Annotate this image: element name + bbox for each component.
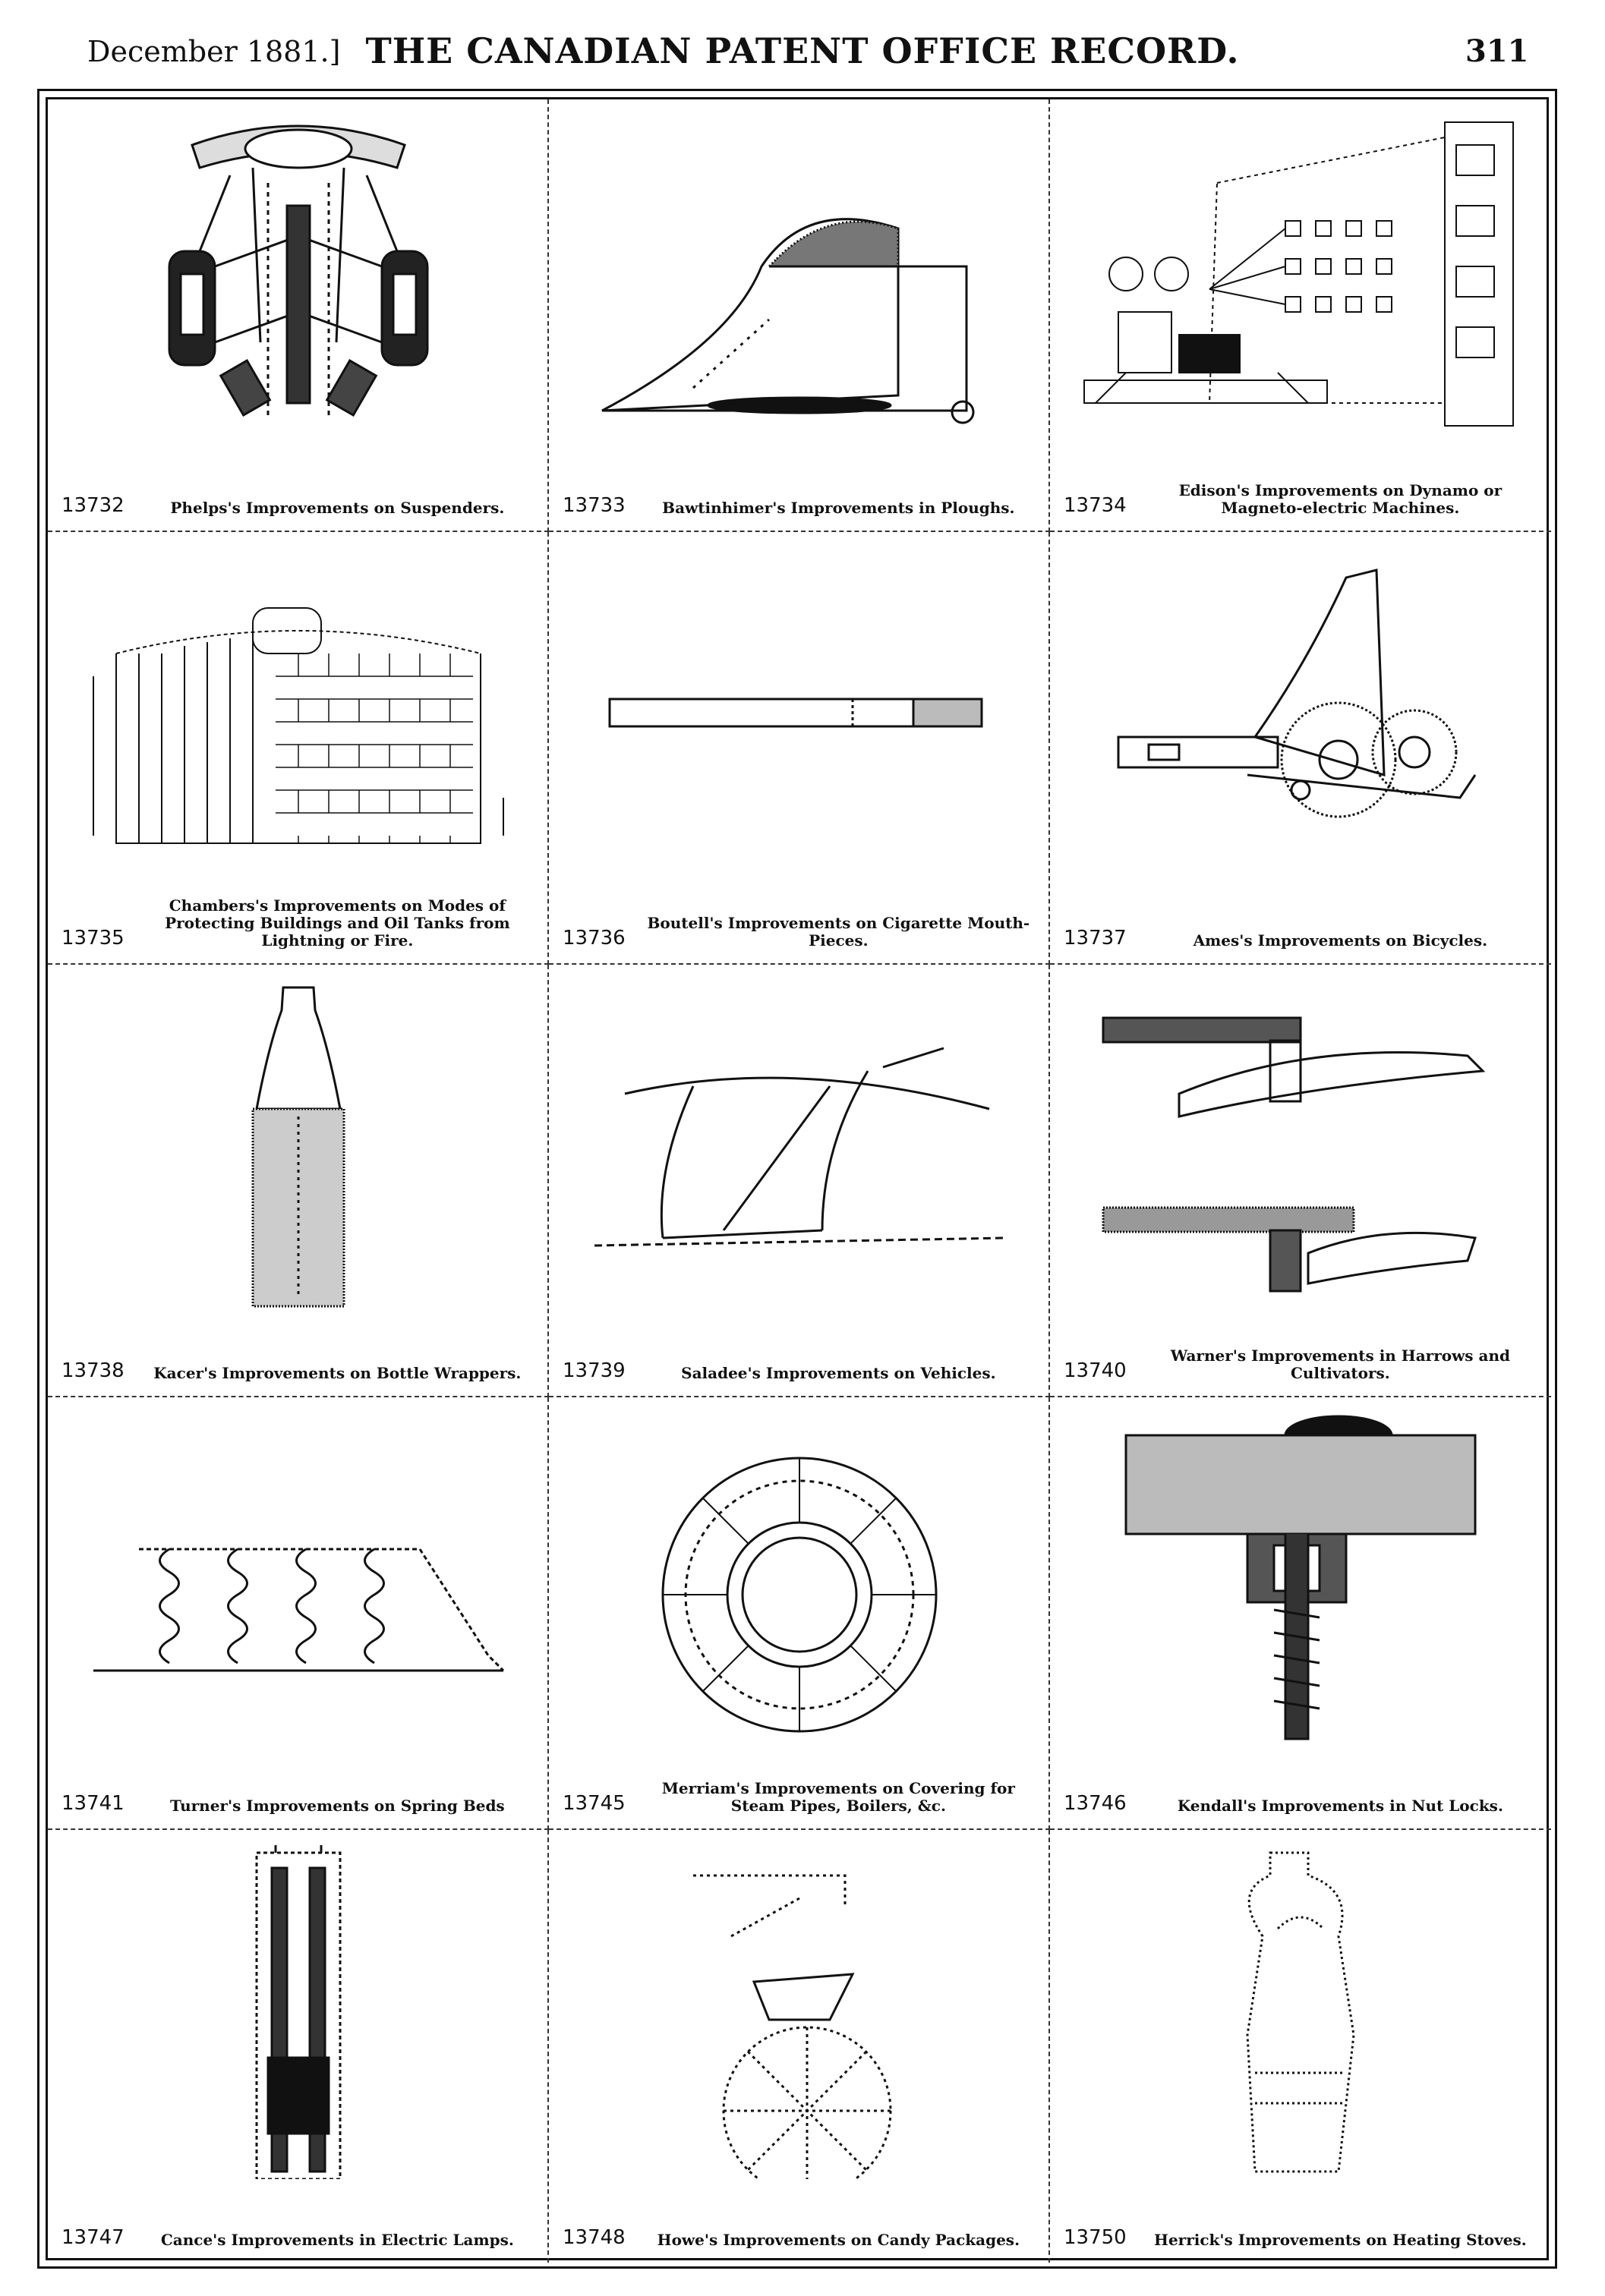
patent-cell: 13734 Edison's Improvements on Dynamo or… <box>1050 99 1551 532</box>
patent-title: Chambers's Improvements on Modes of Prot… <box>165 896 510 950</box>
issue-date: December 1881.] <box>87 35 341 68</box>
patent-number: 13732 <box>61 494 125 517</box>
page-number: 311 <box>1465 33 1529 69</box>
patent-title: Turner's Improvements on Spring Beds <box>170 1797 505 1815</box>
oil-tank-figure <box>78 547 519 881</box>
patent-number: 13734 <box>1064 494 1127 517</box>
patent-number: 13733 <box>563 494 626 517</box>
patent-caption: 13735 Chambers's Improvements on Modes o… <box>61 889 534 950</box>
bicycle-gear-figure <box>1080 547 1521 881</box>
patent-cell: 13748 Howe's Improvements on Candy Packa… <box>549 1830 1050 2263</box>
patent-caption: 13746 Kendall's Improvements in Nut Lock… <box>1064 1754 1537 1815</box>
patent-number: 13750 <box>1064 2226 1127 2249</box>
patent-cell: 13745 Merriam's Improvements on Covering… <box>549 1397 1050 1830</box>
patent-cell: 13738 Kacer's Improvements on Bottle Wra… <box>48 965 549 1397</box>
patent-number: 13747 <box>61 2226 125 2249</box>
patent-caption: 13737 Ames's Improvements on Bicycles. <box>1064 889 1537 950</box>
patent-title: Bawtinhimer's Improvements in Ploughs. <box>662 499 1015 517</box>
patent-caption: 13745 Merriam's Improvements on Covering… <box>563 1754 1035 1816</box>
patent-number: 13738 <box>61 1359 125 1382</box>
patent-title: Kendall's Improvements in Nut Locks. <box>1177 1797 1503 1815</box>
patent-number: 13736 <box>563 927 626 950</box>
patent-caption: 13733 Bawtinhimer's Improvements in Plou… <box>563 456 1035 517</box>
patent-cell: 13733 Bawtinhimer's Improvements in Plou… <box>549 99 1050 532</box>
patent-title: Herrick's Improvements on Heating Stoves… <box>1154 2231 1527 2249</box>
patent-title: Warner's Improvements in Harrows and Cul… <box>1170 1346 1510 1382</box>
electric-lamp-figure <box>78 1845 519 2179</box>
patent-number: 13748 <box>563 2226 626 2249</box>
patent-caption: 13750 Herrick's Improvements on Heating … <box>1064 2188 1537 2249</box>
patent-title: Phelps's Improvements on Suspenders. <box>170 499 505 517</box>
patent-number: 13737 <box>1064 927 1127 950</box>
patent-cell: 13750 Herrick's Improvements on Heating … <box>1050 1830 1551 2263</box>
patent-caption: 13736 Boutell's Improvements on Cigarett… <box>563 889 1035 950</box>
bottle-wrapper-figure <box>78 980 519 1314</box>
patent-number: 13745 <box>563 1792 626 1815</box>
patent-caption: 13732 Phelps's Improvements on Suspender… <box>61 456 534 517</box>
harrow-figure <box>1080 980 1521 1314</box>
patent-cell: 13741 Turner's Improvements on Spring Be… <box>48 1397 549 1830</box>
patent-cell: 13736 Boutell's Improvements on Cigarett… <box>549 532 1050 965</box>
patent-caption: 13740 Warner's Improvements in Harrows a… <box>1064 1321 1537 1383</box>
pipe-covering-figure <box>579 1413 1020 1746</box>
patent-number: 13735 <box>61 927 125 950</box>
publication-title: THE CANADIAN PATENT OFFICE RECORD. <box>365 30 1240 71</box>
patent-figures-grid: 13732 Phelps's Improvements on Suspender… <box>46 97 1551 2263</box>
nut-lock-figure <box>1080 1413 1521 1746</box>
patent-title: Saladee's Improvements on Vehicles. <box>681 1364 996 1382</box>
patent-number: 13746 <box>1064 1792 1127 1815</box>
patent-caption: 13747 Cance's Improvements in Electric L… <box>61 2188 534 2249</box>
patent-cell: 13747 Cance's Improvements in Electric L… <box>48 1830 549 2263</box>
patent-caption: 13741 Turner's Improvements on Spring Be… <box>61 1754 534 1815</box>
patent-title: Kacer's Improvements on Bottle Wrappers. <box>153 1364 522 1382</box>
patent-title: Howe's Improvements on Candy Packages. <box>657 2231 1020 2249</box>
patent-cell: 13746 Kendall's Improvements in Nut Lock… <box>1050 1397 1551 1830</box>
page-header: December 1881.] THE CANADIAN PATENT OFFI… <box>0 0 1605 91</box>
spring-bed-figure <box>78 1413 519 1746</box>
patent-cell: 13737 Ames's Improvements on Bicycles. <box>1050 532 1551 965</box>
patent-cell: 13735 Chambers's Improvements on Modes o… <box>48 532 549 965</box>
patent-caption: 13734 Edison's Improvements on Dynamo or… <box>1064 456 1537 518</box>
patent-title: Cance's Improvements in Electric Lamps. <box>160 2231 514 2249</box>
patent-cell: 13739 Saladee's Improvements on Vehicles… <box>549 965 1050 1397</box>
candy-package-figure <box>579 1845 1020 2179</box>
dynamo-figure <box>1080 115 1521 449</box>
patent-number: 13741 <box>61 1792 125 1815</box>
patent-title: Merriam's Improvements on Covering for S… <box>661 1779 1015 1815</box>
heating-stove-figure <box>1080 1845 1521 2179</box>
patent-cell: 13740 Warner's Improvements in Harrows a… <box>1050 965 1551 1397</box>
patent-number: 13739 <box>563 1359 626 1382</box>
patent-title: Ames's Improvements on Bicycles. <box>1193 931 1488 950</box>
vehicle-figure <box>579 980 1020 1314</box>
patent-cell: 13732 Phelps's Improvements on Suspender… <box>48 99 549 532</box>
plough-figure <box>579 115 1020 449</box>
suspenders-figure <box>78 115 519 449</box>
cigarette-mouthpiece-figure <box>579 547 1020 881</box>
patent-title: Edison's Improvements on Dynamo or Magne… <box>1178 481 1503 517</box>
patent-title: Boutell's Improvements on Cigarette Mout… <box>647 914 1030 950</box>
patent-number: 13740 <box>1064 1359 1127 1382</box>
patent-caption: 13748 Howe's Improvements on Candy Packa… <box>563 2188 1035 2249</box>
patent-caption: 13739 Saladee's Improvements on Vehicles… <box>563 1321 1035 1382</box>
patent-caption: 13738 Kacer's Improvements on Bottle Wra… <box>61 1321 534 1382</box>
